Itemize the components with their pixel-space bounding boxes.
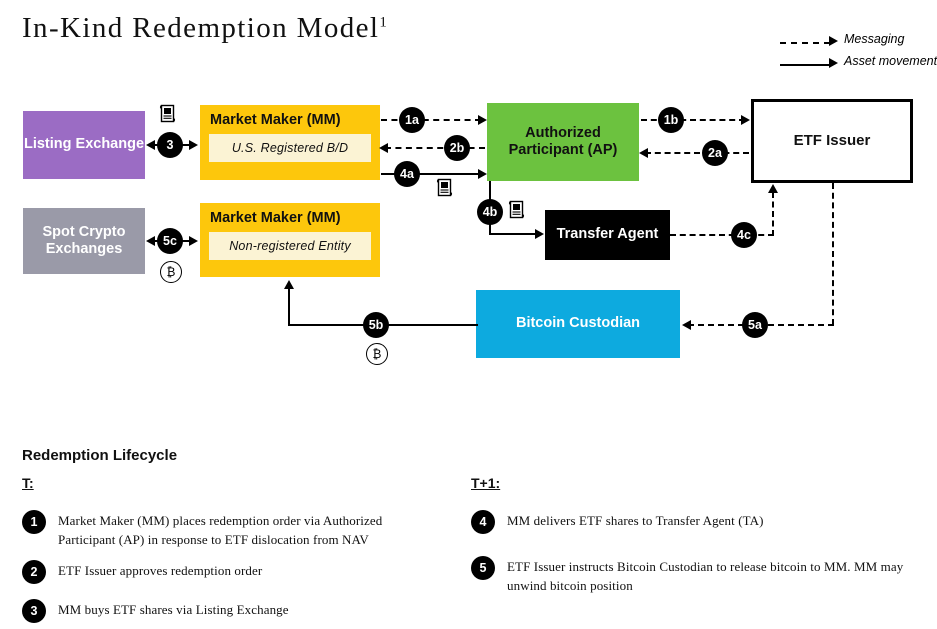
connector-1b-arrowhead — [741, 115, 750, 125]
node-label-etf-issuer: ETF Issuer — [793, 132, 871, 150]
scroll-document-icon — [508, 200, 525, 219]
badge-3: 3 — [157, 132, 183, 158]
legend-label-messaging: Messaging — [844, 32, 905, 46]
step-number-badge: 1 — [22, 510, 46, 534]
connector-5a-vertical — [832, 183, 834, 325]
badge-1b: 1b — [658, 107, 684, 133]
node-label-bitcoin-custodian: Bitcoin Custodian — [515, 315, 641, 332]
title-footnote-marker: 1 — [379, 14, 387, 31]
arrowhead-icon — [829, 58, 838, 68]
connector-5a-arrowhead — [682, 320, 691, 330]
phase-label-t: T: — [22, 475, 34, 491]
phase-label-t-plus-1: T+1: — [471, 475, 501, 491]
node-label-spot-crypto-exchanges: Spot Crypto Exchanges — [42, 223, 126, 257]
page-title-text: In-Kind Redemption Model — [22, 12, 380, 44]
connector-5b-vertical — [288, 288, 290, 326]
connector-4c-arrowhead — [768, 184, 778, 193]
node-label-authorized-participant: Authorized Participant (AP) — [508, 124, 618, 158]
step-text: MM delivers ETF shares to Transfer Agent… — [507, 513, 764, 528]
badge-4a: 4a — [394, 161, 420, 187]
step-number-badge: 4 — [471, 510, 495, 534]
connector-4a-arrowhead — [478, 169, 487, 179]
step-number-badge: 5 — [471, 556, 495, 580]
step-text: Market Maker (MM) places redemption orde… — [58, 513, 383, 547]
step-text: MM buys ETF shares via Listing Exchange — [58, 602, 289, 617]
badge-5a: 5a — [742, 312, 768, 338]
badge-2a: 2a — [702, 140, 728, 166]
lifecycle-step: 5 ETF Issuer instructs Bitcoin Custodian… — [471, 556, 917, 596]
connector-4b-horizontal — [489, 233, 539, 235]
node-listing-exchange: Listing Exchange — [23, 111, 145, 179]
node-sublabel-us-registered-bd: U.S. Registered B/D — [209, 134, 371, 162]
step-number-badge: 2 — [22, 560, 46, 584]
bitcoin-symbol-icon: ₿ — [160, 261, 182, 283]
badge-4c: 4c — [731, 222, 757, 248]
connector-3-arrowhead-left — [146, 140, 155, 150]
connector-5c-arrowhead-right — [189, 236, 198, 246]
node-sublabel-non-registered-entity: Non-registered Entity — [209, 232, 371, 260]
lifecycle-step: 3 MM buys ETF shares via Listing Exchang… — [22, 599, 438, 623]
dashed-arrow-icon — [780, 42, 830, 44]
badge-2b: 2b — [444, 135, 470, 161]
badge-4b: 4b — [477, 199, 503, 225]
node-label-market-maker-bottom: Market Maker (MM) — [210, 210, 341, 226]
connector-4c-horizontal — [670, 234, 774, 236]
connector-3-arrowhead-right — [189, 140, 198, 150]
node-label-listing-exchange: Listing Exchange — [23, 136, 145, 153]
node-market-maker-nonregistered: Market Maker (MM) Non-registered Entity — [200, 203, 380, 277]
badge-5b: 5b — [363, 312, 389, 338]
legend: Messaging Asset movement — [780, 32, 937, 77]
connector-5c-arrowhead-left — [146, 236, 155, 246]
badge-5c: 5c — [157, 228, 183, 254]
node-etf-issuer: ETF Issuer — [751, 99, 913, 183]
node-label-market-maker-top: Market Maker (MM) — [210, 112, 341, 128]
step-text: ETF Issuer approves redemption order — [58, 563, 263, 578]
legend-label-asset-movement: Asset movement — [844, 54, 937, 68]
connector-1a-arrowhead — [478, 115, 487, 125]
lifecycle-step: 4 MM delivers ETF shares to Transfer Age… — [471, 510, 917, 534]
scroll-document-icon — [159, 104, 176, 123]
solid-arrow-icon — [780, 64, 830, 66]
lifecycle-step: 1 Market Maker (MM) places redemption or… — [22, 510, 438, 550]
arrowhead-icon — [829, 36, 838, 46]
badge-1a: 1a — [399, 107, 425, 133]
connector-4c-vertical — [772, 192, 774, 236]
lifecycle-heading: Redemption Lifecycle — [22, 447, 178, 464]
connector-5b-arrowhead — [284, 280, 294, 289]
page-title: In-Kind Redemption Model1 — [22, 12, 387, 45]
connector-4a-line — [381, 173, 481, 175]
connector-1b-line — [641, 119, 745, 121]
step-number-badge: 3 — [22, 599, 46, 623]
lifecycle-step: 2 ETF Issuer approves redemption order — [22, 560, 438, 584]
connector-2a-arrowhead — [639, 148, 648, 158]
step-text: ETF Issuer instructs Bitcoin Custodian t… — [507, 559, 904, 593]
node-label-transfer-agent: Transfer Agent — [556, 226, 659, 243]
connector-2b-arrowhead — [379, 143, 388, 153]
node-transfer-agent: Transfer Agent — [545, 210, 670, 260]
node-market-maker-registered: Market Maker (MM) U.S. Registered B/D — [200, 105, 380, 180]
node-bitcoin-custodian: Bitcoin Custodian — [476, 290, 680, 358]
connector-1a-line — [381, 119, 481, 121]
node-spot-crypto-exchanges: Spot Crypto Exchanges — [23, 208, 145, 274]
node-authorized-participant: Authorized Participant (AP) — [487, 103, 639, 181]
bitcoin-symbol-icon: ₿ — [366, 343, 388, 365]
legend-item-messaging: Messaging — [780, 32, 930, 55]
scroll-document-icon — [436, 178, 453, 197]
legend-item-asset-movement: Asset movement — [780, 54, 937, 77]
connector-2a-line — [645, 152, 749, 154]
connector-4b-arrowhead — [535, 229, 544, 239]
connector-2b-line — [385, 147, 485, 149]
